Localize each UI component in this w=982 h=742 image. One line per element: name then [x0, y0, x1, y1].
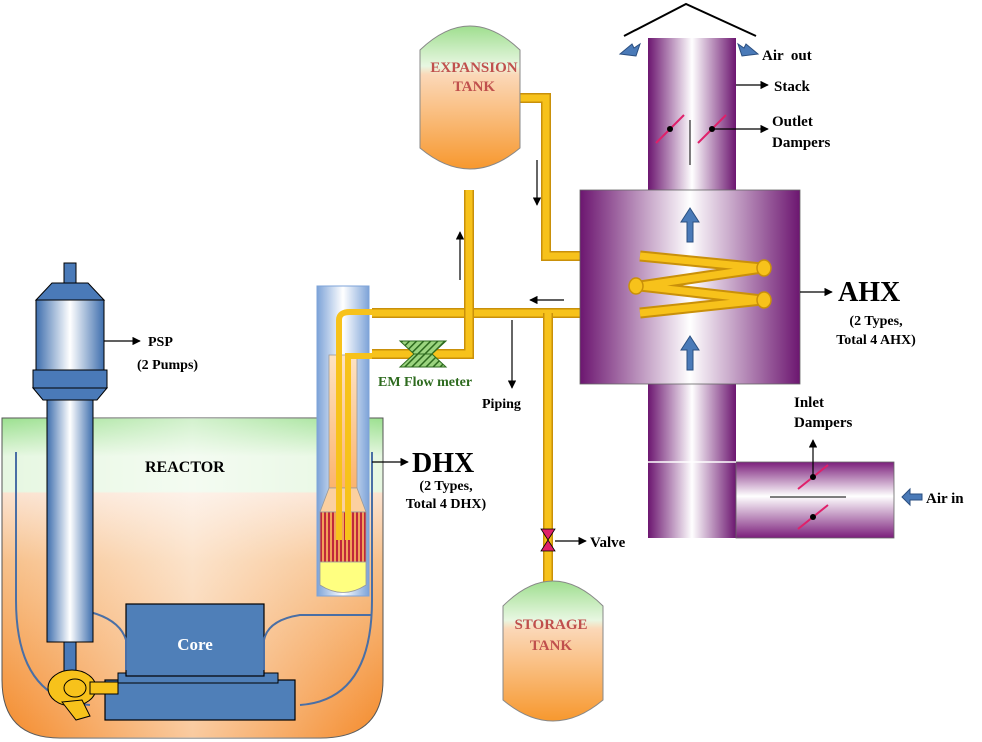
inlet-dampers-label-2: Dampers [794, 415, 852, 431]
em-flow-meter [398, 340, 448, 368]
psp-label: PSP [148, 335, 173, 350]
decay-heat-exchanger [316, 285, 372, 597]
stack-label: Stack [774, 79, 810, 95]
ahx-tube-coil [628, 250, 772, 319]
expansion-tank-label: EXPANSION [430, 60, 517, 76]
primary-sodium-pump [31, 262, 119, 721]
dhx-note: (2 Types, [419, 479, 472, 494]
em-flow-meter-label: EM Flow meter [378, 375, 472, 390]
outlet-dampers-label-2: Dampers [772, 135, 830, 151]
storage-tank-label-2: TANK [530, 638, 573, 654]
dhx-note-2: Total 4 DHX) [406, 497, 487, 512]
outlet-dampers-label: Outlet [772, 114, 813, 130]
core-assembly [60, 603, 372, 721]
reactor-label: REACTOR [145, 459, 225, 476]
inlet-dampers-label: Inlet [794, 395, 824, 411]
label-leaders [104, 80, 833, 546]
core-label: Core [177, 635, 213, 654]
stack [623, 2, 757, 538]
storage-tank [502, 580, 604, 722]
expansion-tank [419, 25, 521, 170]
air-flow-arrows [618, 42, 923, 507]
valve-label: Valve [590, 535, 626, 551]
piping-label: Piping [482, 397, 521, 412]
ahx-label: AHX [838, 277, 900, 308]
air-in-label: Air in [926, 491, 964, 507]
dhx-label: DHX [412, 448, 474, 479]
valve [540, 528, 556, 552]
ahx-note-2: Total 4 AHX) [836, 333, 916, 348]
psp-note: (2 Pumps) [137, 358, 198, 373]
expansion-tank-label-2: TANK [453, 79, 496, 95]
flow-direction-arrows [455, 160, 564, 389]
air-out-label: Air out [762, 48, 812, 64]
ahx-note: (2 Types, [849, 314, 902, 329]
storage-tank-label: STORAGE [514, 617, 587, 633]
